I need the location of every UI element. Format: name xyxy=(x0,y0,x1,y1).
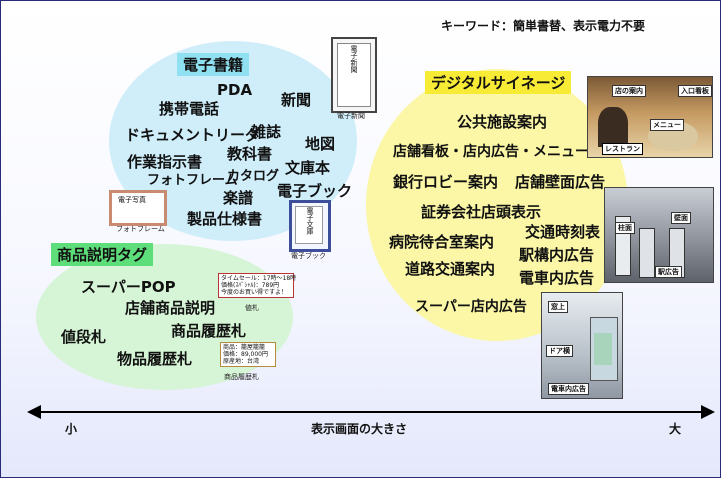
ebook-item-ebook: 電子ブック xyxy=(277,182,353,200)
ebook-item-photoframe: フォトフレーム xyxy=(147,173,238,188)
photoframe-device: 電子写真 xyxy=(109,190,167,226)
history-tag-line: 原産地：台湾 xyxy=(223,358,260,365)
station-caption: 駅広告 xyxy=(655,266,682,278)
history-tag-caption: 商品履歴札 xyxy=(224,373,259,381)
train-label-door: ドア横 xyxy=(546,345,573,357)
ebook-item-catalog: カタログ xyxy=(227,169,280,184)
restaurant-label-menu: メニュー xyxy=(650,119,684,131)
train-label-window: 窓上 xyxy=(548,301,568,313)
tag-item-store-product: 店舗商品説明 xyxy=(125,299,216,317)
photoframe-screen-label: 電子写真 xyxy=(118,196,146,204)
ebook-item-magazine: 雑誌 xyxy=(251,123,282,141)
tag-item-goods-history: 物品履歴札 xyxy=(117,350,193,368)
signage-item-timetable: 交通時刻表 xyxy=(525,223,601,241)
signage-item-store-wall: 店舗壁面広告 xyxy=(515,173,606,191)
station-label-pillar: 柱面 xyxy=(615,222,635,234)
history-tag-line: 価格：89,000円 xyxy=(223,351,268,358)
station-label-wall: 壁面 xyxy=(671,212,691,224)
signage-item-hospital: 病院待合室案内 xyxy=(389,233,495,251)
ebook-reader-screen-label: 電子文庫 xyxy=(306,207,314,235)
restaurant-photo: 店の案内 入口看板 メニュー レストラン xyxy=(587,76,713,158)
e-newspaper-caption: 電子新聞 xyxy=(337,112,365,120)
restaurant-caption: レストラン xyxy=(602,143,643,155)
signage-item-securities: 証券会社店頭表示 xyxy=(421,203,542,221)
signage-item-station: 駅構内広告 xyxy=(519,246,595,264)
tag-item-product-history: 商品履歴札 xyxy=(171,322,247,340)
ebook-title: 電子書籍 xyxy=(177,53,250,76)
ebook-item-newspaper: 新聞 xyxy=(281,91,312,109)
ebook-item-work-instructions: 作業指示書 xyxy=(127,153,203,171)
axis-small-label: 小 xyxy=(65,422,78,436)
ebook-item-phone: 携帯電話 xyxy=(159,100,220,118)
restaurant-label-guide: 店の案内 xyxy=(612,85,646,97)
ebook-reader-caption: 電子ブック xyxy=(291,252,326,260)
price-tag-caption: 値札 xyxy=(245,304,259,312)
e-newspaper-screen-label: 電子新聞 xyxy=(350,45,358,73)
keywords-note: キーワード：簡単書替、表示電力不要 xyxy=(441,19,646,33)
train-caption: 電車内広告 xyxy=(548,383,589,395)
ebook-reader-device: 電子文庫 xyxy=(289,200,331,252)
ebook-item-map: 地図 xyxy=(305,135,336,153)
signage-item-public-facility: 公共施設案内 xyxy=(457,113,548,131)
tag-item-price-tag: 値段札 xyxy=(61,328,107,346)
signage-item-train: 電車内広告 xyxy=(519,269,595,287)
station-photo: 柱面 壁面 駅広告 xyxy=(604,187,714,283)
price-tag-line: 価格(ｽﾊﾟｼｬﾙ)：789円 xyxy=(221,282,280,289)
signage-item-bank-lobby: 銀行ロビー案内 xyxy=(393,173,499,191)
axis-label: 表示画面の大きさ xyxy=(311,422,408,436)
ebook-item-paperback: 文庫本 xyxy=(285,159,331,177)
restaurant-label-entrance: 入口看板 xyxy=(678,85,712,97)
photoframe-caption: フォトフレーム xyxy=(116,225,165,233)
price-tag-line: 今度のお買い得ですよ！ xyxy=(221,289,288,296)
signage-item-road-traffic: 道路交通案内 xyxy=(405,260,496,278)
ebook-item-sheet-music: 楽譜 xyxy=(223,189,254,207)
e-newspaper-device: 電子新聞 xyxy=(331,37,377,113)
history-tag-device: 商品：籠屋籠籠 価格：89,000円 原産地：台湾 xyxy=(220,342,276,367)
ebook-item-document-reader: ドキュメントリーダ xyxy=(125,126,261,144)
price-tag-device: タイムセール：17時～18時 価格(ｽﾊﾟｼｬﾙ)：789円 今度のお買い得です… xyxy=(218,273,297,298)
train-photo: 窓上 ドア横 電車内広告 xyxy=(541,292,623,399)
history-tag-line: 商品：籠屋籠籠 xyxy=(223,344,266,351)
price-tag-line: タイムセール：17時～18時 xyxy=(221,275,297,282)
size-axis-arrow xyxy=(27,405,715,419)
ebook-item-product-spec: 製品仕様書 xyxy=(187,210,263,228)
signage-item-supermarket: スーパー店内広告 xyxy=(415,299,527,315)
tag-item-super-pop: スーパーPOP xyxy=(81,278,176,296)
ebook-item-pda: PDA xyxy=(217,81,253,99)
signage-title: デジタルサイネージ xyxy=(425,71,572,94)
axis-large-label: 大 xyxy=(669,422,682,436)
tag-title: 商品説明タグ xyxy=(51,243,154,266)
signage-item-store-sign: 店舗看板・店内広告・メニュー xyxy=(393,144,589,160)
ebook-item-textbook: 教科書 xyxy=(227,145,273,163)
